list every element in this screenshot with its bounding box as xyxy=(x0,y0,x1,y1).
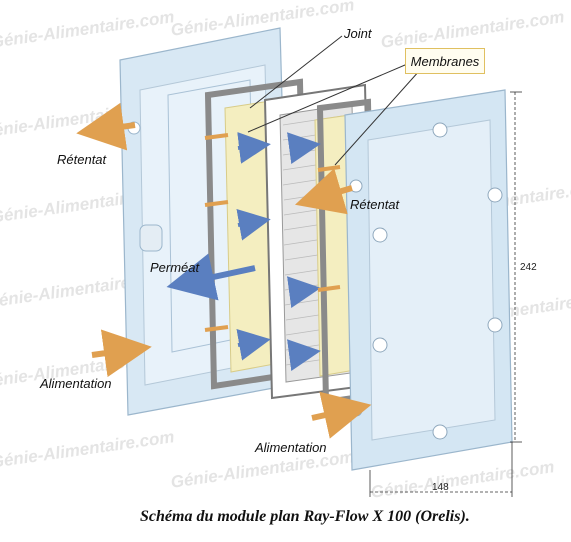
dimension-lines xyxy=(369,91,522,497)
permeat-arrow xyxy=(166,253,256,301)
retentat-label-left: Rétentat xyxy=(57,152,107,167)
membranes-label: Membranes xyxy=(405,48,485,74)
right-end-plate xyxy=(344,89,513,471)
retentat-arrow-right xyxy=(294,168,353,215)
dimension-width: 148 xyxy=(432,482,449,493)
internal-flow-arrows xyxy=(204,131,341,371)
retentat-label-right: Rétentat xyxy=(350,197,400,212)
figure-caption: Schéma du module plan Ray-Flow X 100 (Or… xyxy=(140,508,470,525)
joint-label: Joint xyxy=(344,26,372,41)
dimension-height: 242 xyxy=(520,262,537,273)
alimentation-label-left: Alimentation xyxy=(40,376,112,391)
callout-lines xyxy=(247,35,421,166)
alimentation-arrow-right xyxy=(311,391,372,439)
retentat-arrow-left xyxy=(76,102,136,151)
alimentation-arrow-left xyxy=(91,329,152,378)
permeat-label: Perméat xyxy=(150,260,200,275)
alimentation-label-right: Alimentation xyxy=(255,440,327,455)
